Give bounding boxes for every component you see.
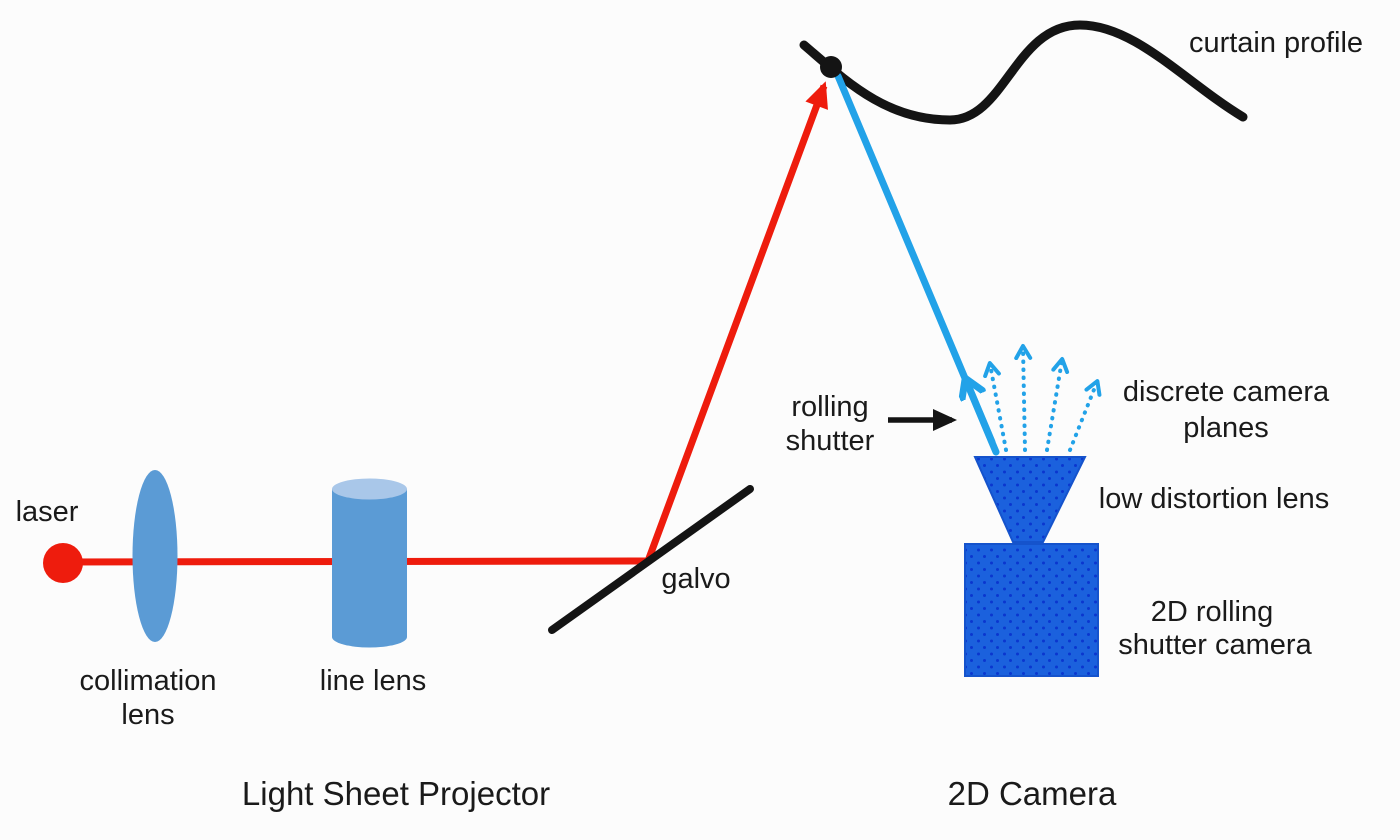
scan-point-dot <box>820 56 842 78</box>
2d-camera-caption: 2D Camera <box>948 775 1117 812</box>
camera-view-ray-arrow <box>966 380 996 446</box>
discrete-camera-plane-rays <box>983 344 1102 452</box>
rolling-shutter-label-line2: shutter <box>786 425 875 457</box>
low-distortion-lens-label: low distortion lens <box>1099 483 1330 515</box>
laser-source-dot <box>43 543 83 583</box>
rolling-shutter-label-line1: rolling <box>791 391 868 423</box>
line-lens-label: line lens <box>320 665 426 697</box>
galvo-mirror-line <box>548 485 754 634</box>
camera-body-label-line2: shutter camera <box>1118 629 1312 661</box>
collimation-lens-label-line1: collimation <box>80 665 217 697</box>
line-lens-shape <box>332 478 407 648</box>
camera-body-label-line1: 2D rolling <box>1151 596 1274 628</box>
laser-beam-path <box>62 81 828 566</box>
discrete-camera-planes-label-line2: planes <box>1183 412 1268 444</box>
camera-body-shape <box>964 543 1099 677</box>
low-distortion-lens-shape <box>973 456 1087 543</box>
collimation-lens-shape <box>132 470 178 642</box>
curtain-profile-curve <box>799 20 1248 125</box>
discrete-camera-planes-label-line1: discrete camera <box>1123 376 1330 408</box>
curtain-profile-label: curtain profile <box>1189 27 1363 59</box>
light-sheet-projector-caption: Light Sheet Projector <box>242 775 550 812</box>
galvo-label: galvo <box>661 563 730 595</box>
collimation-lens-label-line2: lens <box>121 699 174 731</box>
laser-label: laser <box>16 496 79 528</box>
